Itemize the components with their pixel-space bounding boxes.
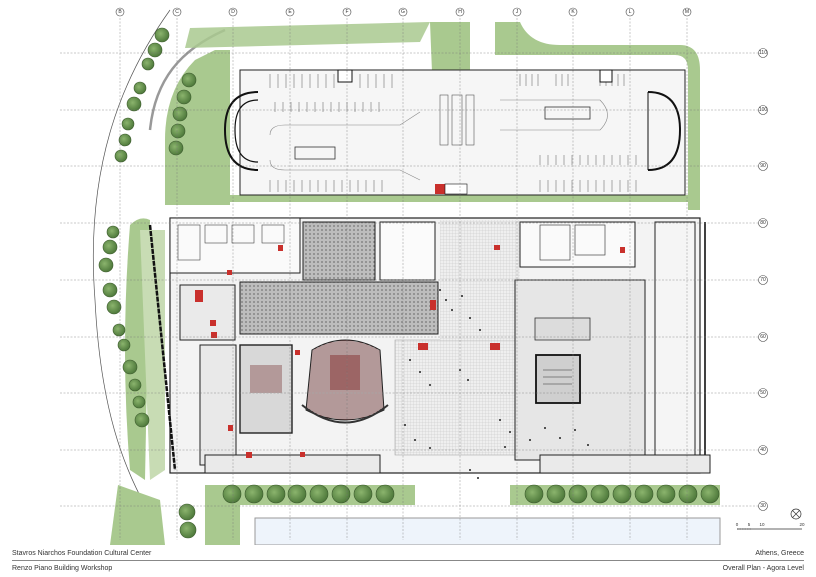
scale-bar: 0 5 10 20 xyxy=(736,522,805,530)
grid-row-marker-40: 40 xyxy=(758,445,768,455)
grid-column-label: L xyxy=(629,9,632,15)
grid-column-label: B xyxy=(118,9,122,15)
grid-column-marker-c: C xyxy=(172,7,182,17)
plaza-tree-dots xyxy=(404,289,589,479)
north-arrow-icon xyxy=(790,508,802,520)
grid-column-label: F xyxy=(345,9,348,15)
grid-column-label: K xyxy=(571,9,575,15)
grid-row-marker-70: 70 xyxy=(758,275,768,285)
grid-row-marker-50: 50 xyxy=(758,388,768,398)
sheet-title: Overall Plan - Agora Level xyxy=(722,565,804,572)
scale-tick-5: 5 xyxy=(748,522,751,527)
grid-row-label: 70 xyxy=(760,277,766,283)
grid-row-label: 100 xyxy=(759,107,768,113)
grid-column-marker-j: J xyxy=(512,7,522,17)
grid-row-marker-30: 30 xyxy=(758,501,768,511)
grid-row-marker-100: 100 xyxy=(758,105,768,115)
scale-tick-10: 10 xyxy=(759,522,765,527)
grid-row-label: 110 xyxy=(759,50,767,56)
grid-column-label: H xyxy=(458,9,462,15)
grid-column-marker-d: D xyxy=(228,7,238,17)
grid-column-label: C xyxy=(175,9,179,15)
grid-column-marker-g: G xyxy=(398,7,408,17)
main-building xyxy=(148,217,711,474)
grid-row-marker-60: 60 xyxy=(758,332,768,342)
grid-row-label: 60 xyxy=(760,334,766,340)
grid-row-marker-80: 80 xyxy=(758,218,768,228)
scale-tick-0: 0 xyxy=(736,522,739,527)
grid-column-label: E xyxy=(288,9,292,15)
structural-grid xyxy=(60,18,758,540)
grid-column-marker-e: E xyxy=(285,7,295,17)
trees xyxy=(98,27,720,539)
grid-row-label: 90 xyxy=(760,163,766,169)
grid-labels: B C D E F G H J K L M 110 100 90 80 70 60 50 40 30 xyxy=(115,7,768,511)
project-title: Stavros Niarchos Foundation Cultural Cen… xyxy=(12,550,152,557)
grid-row-marker-110: 110 xyxy=(758,48,768,58)
parking-garage xyxy=(223,69,686,196)
grid-column-label: G xyxy=(401,9,405,15)
grid-column-marker-l: L xyxy=(625,7,635,17)
title-block-top: Stavros Niarchos Foundation Cultural Cen… xyxy=(12,548,804,559)
grid-column-marker-h: H xyxy=(455,7,465,17)
grid-row-label: 80 xyxy=(760,220,766,226)
grid-column-label: M xyxy=(685,9,689,15)
grid-row-label: 30 xyxy=(760,503,766,509)
grid-row-label: 40 xyxy=(760,447,766,453)
grid-column-marker-b: B xyxy=(115,7,125,17)
location: Athens, Greece xyxy=(755,550,804,557)
title-block-divider xyxy=(12,560,804,561)
scale-tick-20: 20 xyxy=(799,522,805,527)
grid-column-label: J xyxy=(516,9,519,15)
grid-column-marker-m: M xyxy=(682,7,692,17)
grid-column-label: D xyxy=(231,9,235,15)
title-block-bottom: Renzo Piano Building Workshop Overall Pl… xyxy=(12,563,804,574)
architect-name: Renzo Piano Building Workshop xyxy=(12,565,113,572)
grid-column-marker-f: F xyxy=(342,7,352,17)
grid-row-label: 50 xyxy=(760,390,766,396)
grid-column-marker-k: K xyxy=(568,7,578,17)
grid-row-marker-90: 90 xyxy=(758,161,768,171)
